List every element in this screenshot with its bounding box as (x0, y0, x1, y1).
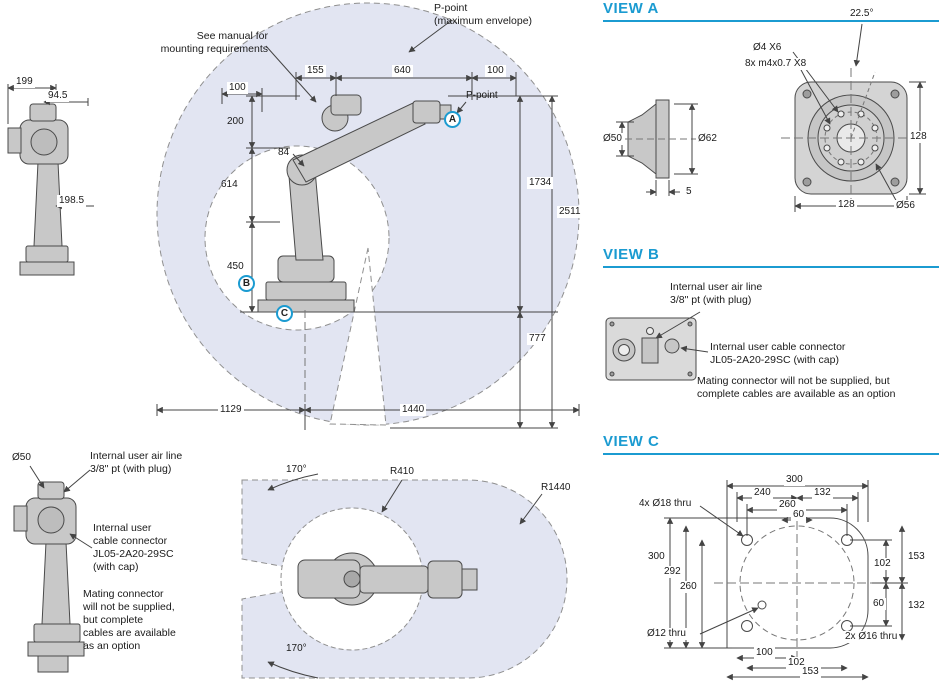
dim-260-top: 260 (777, 499, 798, 511)
view-a-title: VIEW A (603, 0, 659, 17)
dim-132-top: 132 (812, 487, 833, 499)
view-c-rule (603, 453, 939, 455)
top-view-robot (297, 552, 478, 606)
dim-102-right: 102 (872, 558, 893, 570)
dim-d4-x6: Ø4 X6 (751, 42, 784, 54)
dim-1129: 1129 (218, 404, 244, 416)
dim-60-top: 60 (791, 509, 807, 521)
robot-arm-silhouette (240, 94, 452, 313)
view-b-panel (605, 317, 697, 381)
dim-155: 155 (305, 65, 326, 77)
small-side-view-silhouette (7, 103, 75, 276)
dim-d12-thru: Ø12 thru (645, 628, 688, 640)
p-point-label: P-point (466, 90, 498, 101)
dim-614: 614 (221, 179, 238, 190)
dim-300-left: 300 (646, 551, 667, 563)
view-marker-a: A (444, 111, 461, 128)
dim-153-bottom: 153 (800, 666, 821, 678)
dim-22-5-deg: 22.5° (848, 8, 876, 20)
dim-1734: 1734 (527, 177, 554, 189)
dim-640: 640 (392, 65, 413, 77)
dim-260-left: 260 (678, 581, 699, 593)
dim-60-right: 60 (871, 598, 887, 610)
mating-connector-note: Mating connector will not be supplied, b… (83, 588, 176, 652)
view-a-side-dims (616, 103, 698, 196)
dim-100-top-left: 100 (227, 82, 248, 94)
radius-1440: R1440 (541, 482, 571, 493)
dim-240: 240 (752, 487, 773, 499)
mating-connector-note-view-b: Mating connector will not be supplied, b… (697, 375, 896, 400)
dim-300-top: 300 (784, 474, 805, 486)
dim-8x-m4: 8x m4x0.7 X8 (743, 58, 809, 70)
angle-170-bottom: 170° (286, 643, 307, 654)
dim-5: 5 (684, 186, 694, 198)
dim-1440: 1440 (400, 404, 427, 416)
dim-777: 777 (527, 333, 548, 345)
view-marker-b: B (238, 275, 255, 292)
dim-d62: Ø62 (696, 133, 719, 145)
dim-d56: Ø56 (894, 200, 917, 212)
view-b-rule (603, 266, 939, 268)
main-dimension-lines (156, 19, 580, 430)
dim-128-bottom: 128 (836, 199, 857, 211)
view-b-title: VIEW B (603, 246, 660, 263)
cable-connector-note-view-b: Internal user cable connector JL05-2A20-… (710, 341, 846, 366)
dim-4x-d18-thru: 4x Ø18 thru (637, 498, 694, 510)
mounting-note: See manual for mounting requirements (160, 30, 268, 55)
dim-292: 292 (662, 566, 683, 578)
dim-2511: 2511 (557, 206, 583, 218)
angle-170-top: 170° (286, 464, 307, 475)
view-c-title: VIEW C (603, 433, 660, 450)
dim-450: 450 (227, 261, 244, 272)
view-marker-c: C (276, 305, 293, 322)
work-envelope-shape (156, 2, 580, 426)
cable-view-silhouette (13, 481, 85, 673)
dim-198-5: 198.5 (57, 195, 87, 207)
dim-d50-view-a: Ø50 (601, 133, 624, 145)
top-view-annotations (267, 473, 543, 679)
cable-connector-note: Internal user cable connector JL05-2A20-… (93, 522, 174, 573)
p-point-max-label: P-point (maximum envelope) (434, 2, 533, 27)
dim-128-right: 128 (908, 131, 929, 143)
dim-200: 200 (227, 116, 244, 127)
air-line-note-view-b: Internal user air line 3/8" pt (with plu… (670, 281, 763, 306)
view-a-wrist-side (614, 99, 702, 179)
dim-199: 199 (14, 76, 35, 88)
dim-100-bottom: 100 (754, 647, 775, 659)
view-b-leaders (655, 311, 709, 353)
dim-84: 84 (278, 147, 290, 158)
dim-2x-d16-thru: 2x Ø16 thru (843, 631, 900, 643)
dim-94-5: 94.5 (46, 90, 70, 102)
cable-view-leaders (29, 465, 93, 549)
view-a-flange-face (781, 68, 921, 208)
air-line-note: Internal user air line 3/8" pt (with plu… (90, 450, 183, 475)
dim-d50-cable: Ø50 (12, 452, 31, 463)
view-a-rule (603, 20, 939, 22)
dim-100-top-right: 100 (485, 65, 506, 77)
dim-153-right: 153 (906, 551, 927, 563)
radius-410: R410 (390, 466, 414, 477)
dim-132-right: 132 (906, 600, 927, 612)
